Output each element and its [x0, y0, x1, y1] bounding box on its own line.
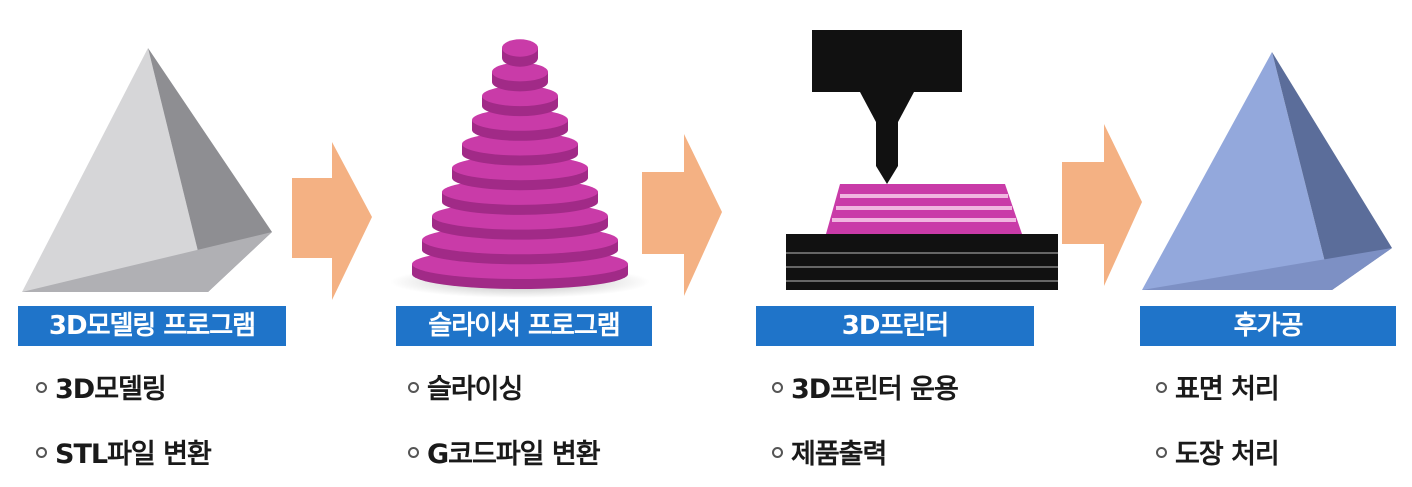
bullet-icon — [1156, 447, 1167, 458]
cone-layer-top — [482, 85, 558, 107]
orange-right-arrow-icon — [1062, 124, 1142, 286]
list-item: 도장 처리 — [1156, 432, 1280, 471]
step-title-slicer: 슬라이서 프로그램 — [396, 306, 652, 346]
list-item: 슬라이싱 — [408, 367, 523, 406]
list-item: 3D모델링 — [36, 367, 167, 406]
list-item: G코드파일 변환 — [408, 432, 601, 471]
bullet-icon — [772, 447, 783, 458]
orange-right-arrow-icon — [642, 134, 722, 296]
cone-layer-top — [502, 39, 538, 57]
3d-printer-nozzle-icon — [786, 30, 1058, 290]
step-title-modeling: 3D모델링 프로그램 — [18, 306, 286, 346]
step-title-postprocessing: 후가공 — [1140, 306, 1396, 346]
bullet-icon — [408, 382, 419, 393]
cone-layer-top — [472, 109, 568, 131]
bullet-icon — [36, 382, 47, 393]
cone-layer-top — [492, 62, 548, 82]
gray-pyramid-icon — [22, 48, 272, 292]
bullet-icon — [1156, 382, 1167, 393]
bullet-icon — [772, 382, 783, 393]
magenta-layered-cone-icon — [390, 39, 650, 298]
bullet-icon — [36, 447, 47, 458]
list-item: 3D프린터 운용 — [772, 367, 959, 406]
bullet-icon — [408, 447, 419, 458]
list-item: 표면 처리 — [1156, 367, 1280, 406]
step-title-printer: 3D프린터 — [756, 306, 1034, 346]
blue-pyramid-icon — [1142, 52, 1392, 290]
orange-right-arrow-icon — [292, 142, 372, 300]
list-item: STL파일 변환 — [36, 432, 212, 471]
illustrations — [22, 30, 1392, 300]
list-item: 제품출력 — [772, 432, 887, 471]
